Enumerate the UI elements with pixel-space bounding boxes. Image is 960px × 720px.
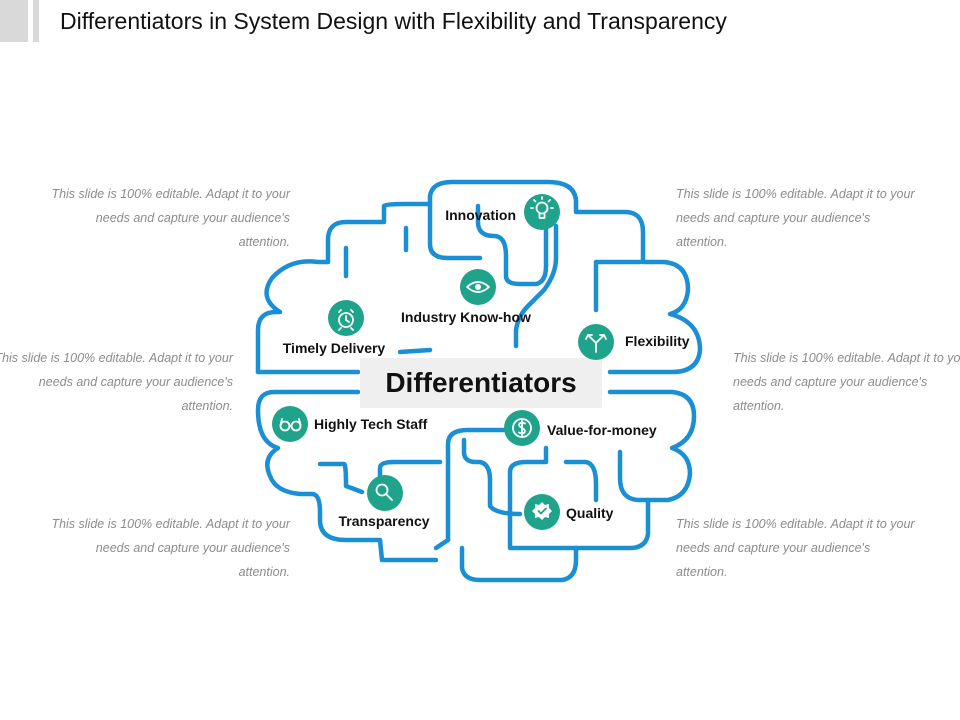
item-innovation: Innovation: [445, 194, 560, 230]
item-industry-know-how: Industry Know-how: [401, 269, 531, 325]
quality-label: Quality: [566, 505, 614, 521]
glasses-icon: [279, 418, 302, 432]
decorative-bar-thin: [33, 0, 39, 42]
center-box: [360, 358, 602, 408]
item-quality: Quality: [524, 494, 614, 530]
description-middle-left: This slide is 100% editable. Adapt it to…: [0, 351, 233, 413]
quality-badge-icon: [532, 502, 552, 520]
transparency-icon-circle: [367, 475, 403, 511]
magnifier-icon: [375, 483, 393, 501]
split-arrows-icon: [585, 334, 607, 353]
innovation-icon-circle: [524, 194, 560, 230]
item-flexibility: Flexibility: [578, 324, 690, 360]
description-bottom-left: This slide is 100% editable. Adapt it to…: [51, 517, 290, 579]
item-transparency: Transparency: [338, 475, 430, 529]
description-bottom-right: This slide is 100% editable. Adapt it to…: [676, 517, 915, 579]
dollar-coin-icon: [512, 418, 532, 438]
innovation-label: Innovation: [445, 207, 516, 223]
transparency-label: Transparency: [338, 513, 429, 529]
item-timely-delivery: Timely Delivery: [283, 300, 386, 356]
slide-title: Differentiators in System Design with Fl…: [60, 8, 727, 34]
flexibility-label: Flexibility: [625, 333, 690, 349]
item-value-for-money: Value-for-money: [504, 410, 657, 446]
timely-delivery-label: Timely Delivery: [283, 340, 386, 356]
industry-know-how-label: Industry Know-how: [401, 309, 531, 325]
description-top-right: This slide is 100% editable. Adapt it to…: [676, 187, 915, 249]
description-middle-right: This slide is 100% editable. Adapt it to…: [733, 351, 960, 413]
brain-maze-outline: [255, 179, 703, 583]
description-top-left: This slide is 100% editable. Adapt it to…: [51, 187, 290, 249]
alarm-clock-icon: [338, 309, 354, 331]
lightbulb-icon: [530, 196, 554, 219]
eye-icon: [466, 281, 490, 293]
decorative-bar: [0, 0, 28, 42]
center-label: Differentiators: [385, 367, 576, 398]
item-highly-tech-staff: Highly Tech Staff: [272, 406, 428, 442]
value-for-money-label: Value-for-money: [547, 422, 657, 438]
highly-tech-staff-label: Highly Tech Staff: [314, 416, 428, 432]
